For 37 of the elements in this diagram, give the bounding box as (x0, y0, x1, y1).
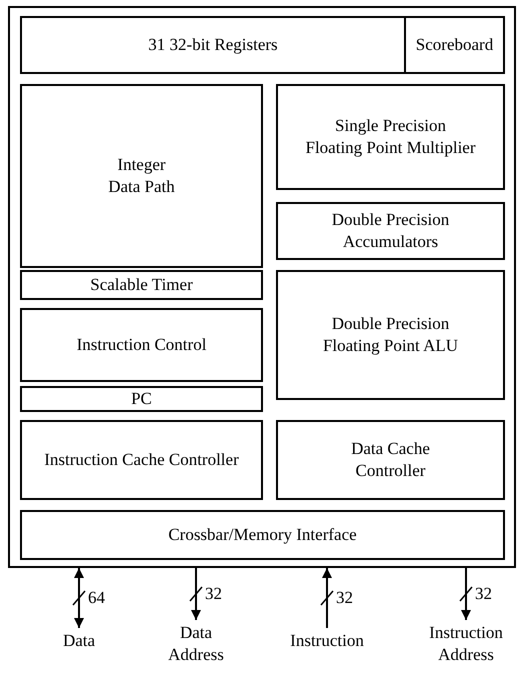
block-label: Scoreboard (416, 34, 494, 56)
block-box (404, 16, 505, 74)
block-label: Integer Data Path (107, 154, 176, 198)
block-box (20, 270, 263, 300)
signal-label: Data (62, 630, 96, 652)
bus-arrow (320, 568, 334, 628)
block-label: Scalable Timer (90, 274, 193, 296)
block-label: Double Precision Accumulators (330, 208, 450, 253)
block-label: Instruction Cache Controller (44, 448, 239, 471)
block-label: Double Precision Floating Point ALU (322, 312, 460, 357)
bus-width-label: 64 (87, 589, 106, 606)
bus-width-label: 32 (474, 585, 493, 602)
block-box (20, 84, 263, 268)
block-box (20, 386, 263, 412)
bus-width-label: 32 (204, 585, 223, 602)
bus-width-label: 32 (335, 589, 354, 606)
signal-label: Data Address (167, 622, 225, 666)
block-label: Data Cache Controller (350, 438, 431, 482)
block-box (20, 420, 263, 500)
block-box (20, 308, 263, 382)
block-label: 31 32-bit Registers (148, 34, 278, 56)
interface-bar (20, 510, 505, 560)
bus-arrow (189, 568, 203, 620)
block-label: Instruction Control (76, 334, 206, 356)
signal-label: Instruction (290, 630, 364, 652)
bus-arrow (459, 568, 473, 620)
block-label: Single Precision Floating Point Multiplier (306, 114, 476, 159)
signal-label: Instruction Address (428, 622, 504, 666)
bus-arrow (72, 568, 86, 628)
block-box (276, 270, 505, 400)
block-box (276, 420, 505, 500)
block-label: PC (131, 388, 152, 410)
block-box (276, 84, 505, 190)
block-box (276, 202, 505, 260)
block-label: Crossbar/Memory Interface (168, 524, 357, 546)
block-box (20, 16, 406, 74)
processor-outline (8, 6, 516, 568)
